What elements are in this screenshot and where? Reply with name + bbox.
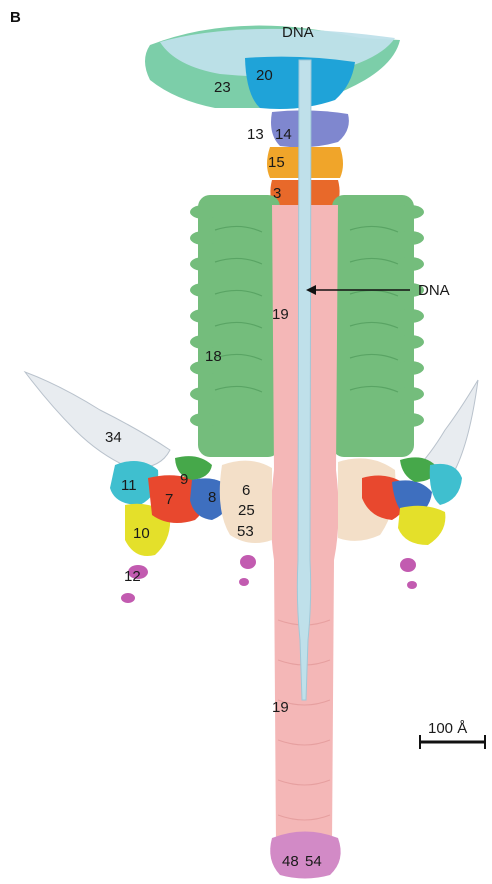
label-gp19-upper: 19 bbox=[272, 306, 289, 323]
label-gp54: 54 bbox=[305, 853, 322, 870]
dna-strand bbox=[297, 60, 311, 700]
label-gp23: 23 bbox=[214, 79, 231, 96]
gp12-short-fibers bbox=[121, 555, 417, 603]
label-gp18: 18 bbox=[205, 348, 222, 365]
label-dna-top: DNA bbox=[282, 24, 314, 41]
label-gp11: 11 bbox=[121, 477, 137, 494]
label-gp19-lower: 19 bbox=[272, 699, 289, 716]
gp10-right bbox=[398, 506, 445, 545]
label-gp25: 25 bbox=[238, 502, 255, 519]
label-gp3: 3 bbox=[273, 185, 281, 202]
gp34-fiber-left bbox=[25, 372, 170, 468]
label-gp9: 9 bbox=[180, 471, 188, 488]
label-gp14: 14 bbox=[275, 126, 292, 143]
label-gp12: 12 bbox=[124, 568, 141, 585]
scale-bar-label: 100 Å bbox=[428, 720, 467, 737]
label-gp8: 8 bbox=[208, 489, 216, 506]
panel-label: B bbox=[10, 9, 21, 26]
label-gp53: 53 bbox=[237, 523, 254, 540]
label-gp48: 48 bbox=[282, 853, 299, 870]
label-dna-arrow: DNA bbox=[418, 282, 450, 299]
label-gp20: 20 bbox=[256, 67, 273, 84]
label-gp34: 34 bbox=[105, 429, 122, 446]
label-gp15: 15 bbox=[268, 154, 285, 171]
scale-bar bbox=[420, 735, 485, 749]
label-gp6: 6 bbox=[242, 482, 250, 499]
label-gp13: 13 bbox=[247, 126, 264, 143]
gp11-right bbox=[430, 464, 462, 505]
label-gp10: 10 bbox=[133, 525, 150, 542]
label-gp7: 7 bbox=[165, 491, 173, 508]
